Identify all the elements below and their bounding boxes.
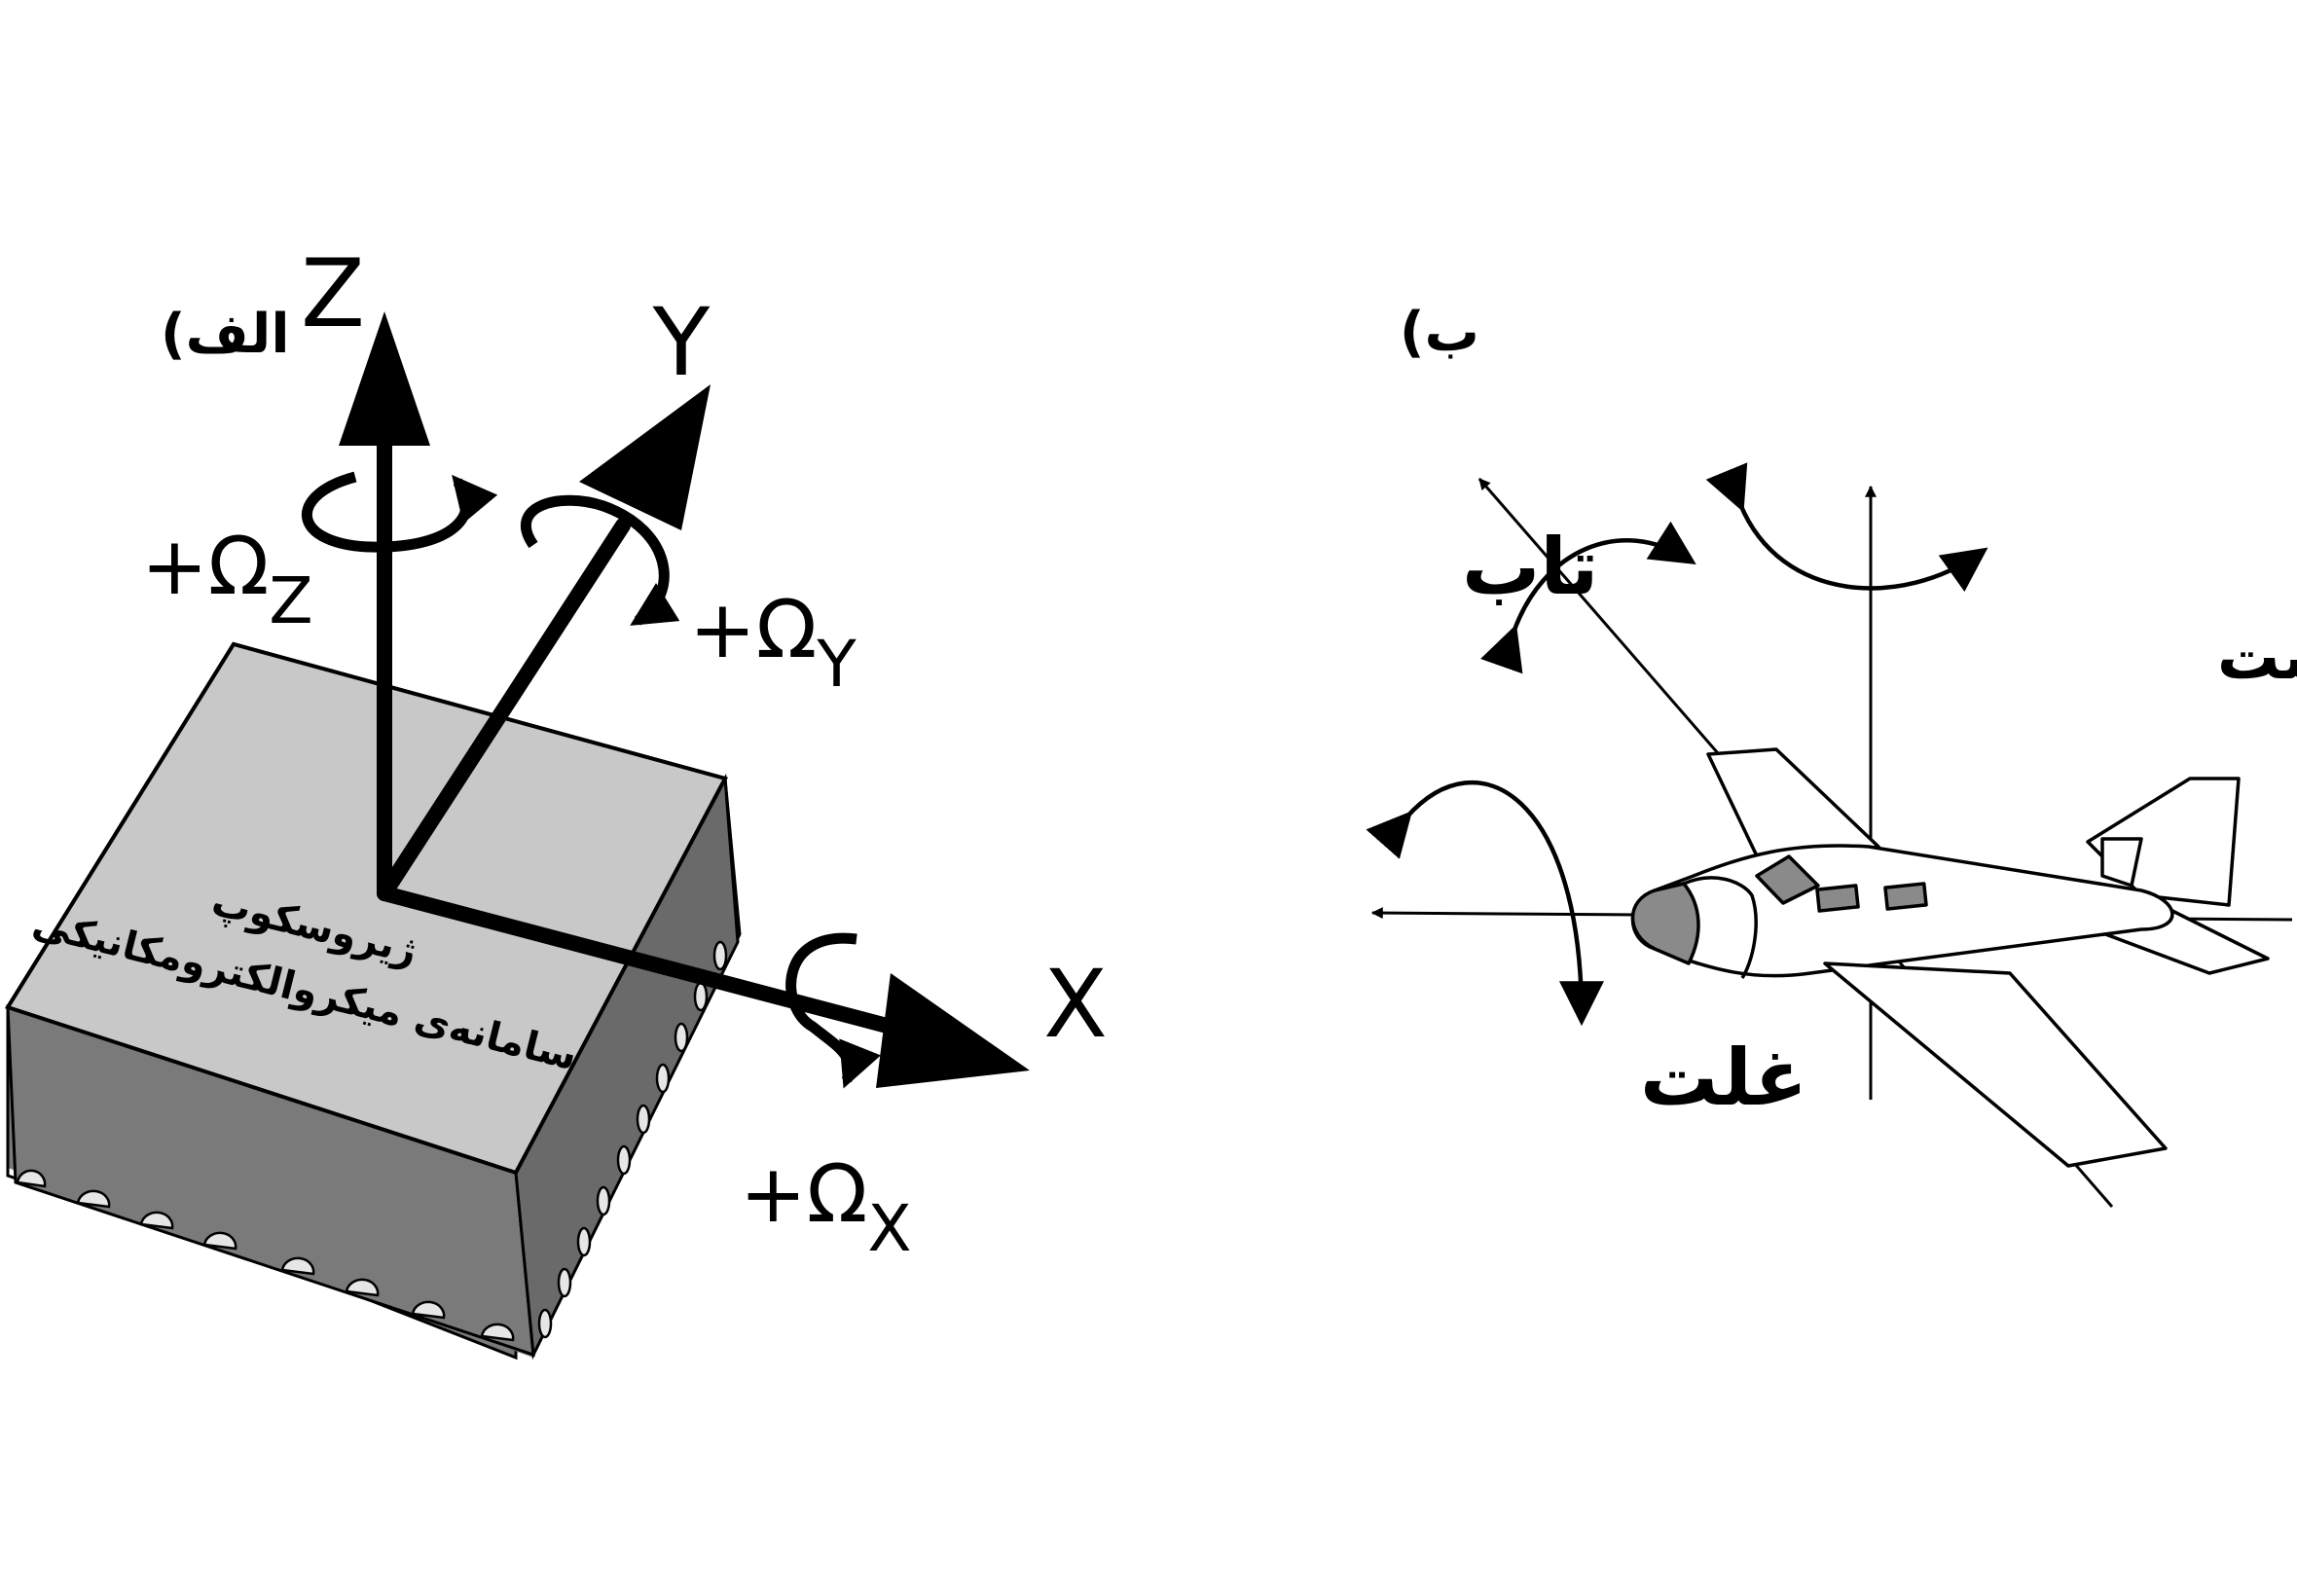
omega-x-symbol: Ω: [807, 1148, 868, 1241]
axis-y: Y: [377, 288, 711, 901]
panel-a-label: الف): [161, 303, 290, 366]
omega-y-sub: Y: [816, 627, 857, 702]
rotation-y-icon: [521, 494, 680, 626]
roll-label: تاب: [1462, 522, 1598, 612]
airplane-fuselage: [1630, 844, 2174, 978]
omega-y-plus: +: [689, 584, 756, 676]
axis-y-letter: Y: [652, 288, 711, 397]
airplane-lower-wing: [1823, 961, 2168, 1168]
airplane-cockpit: [1683, 876, 1758, 979]
panel-b: ب) تاب سمت‌گشت غلت: [1366, 301, 2297, 1208]
omega-y-label: +ΩY: [689, 584, 857, 702]
omega-z-sub: Z: [269, 563, 312, 638]
airplane-windshield: [1755, 854, 1820, 905]
omega-x-plus: +: [740, 1148, 807, 1241]
axis-y-arrowhead: [579, 384, 711, 530]
panel-b-label: ب): [1400, 301, 1479, 364]
airplane: [1630, 747, 2270, 1168]
pitch-arrow-icon: [1366, 780, 1604, 1027]
axis-z-letter: Z: [301, 239, 365, 348]
airplane-window-2: [1883, 882, 1928, 911]
chip-pads-side: [537, 940, 728, 1339]
omega-z-plus: +: [141, 521, 208, 613]
airplane-window-1: [1815, 884, 1860, 913]
airplane-nose: [1630, 882, 1700, 965]
axis-z-arrowhead: [339, 311, 430, 446]
axis-x-letter: X: [1043, 950, 1108, 1059]
chip-top: [4, 641, 728, 1176]
axis-x-arrowhead: [876, 973, 1030, 1088]
airplane-tail-stub: [2100, 837, 2143, 888]
axis-z: Z: [301, 239, 430, 901]
chip-pads-front: [16, 1169, 515, 1342]
omega-x-label: +ΩX: [740, 1148, 912, 1266]
omega-z-symbol: Ω: [208, 521, 270, 613]
rotation-x-icon: [785, 932, 882, 1089]
mems-chip: ژیروسکوپ سامانه‌ی میکروالکترومکانیکی: [4, 641, 742, 1360]
yaw-label: سمت‌گشت: [2217, 621, 2297, 694]
axis-x: X: [377, 886, 1108, 1088]
rotation-z-icon: [301, 471, 498, 553]
yaw-arrow-icon: [1705, 462, 1988, 593]
panel-a: الف): [4, 239, 1108, 1360]
omega-y-symbol: Ω: [756, 584, 818, 676]
pitch-label: غلت: [1640, 1033, 1807, 1123]
omega-z-label: +ΩZ: [141, 521, 313, 638]
omega-x-sub: X: [867, 1191, 911, 1266]
roll-arrow-icon: [1480, 521, 1696, 674]
